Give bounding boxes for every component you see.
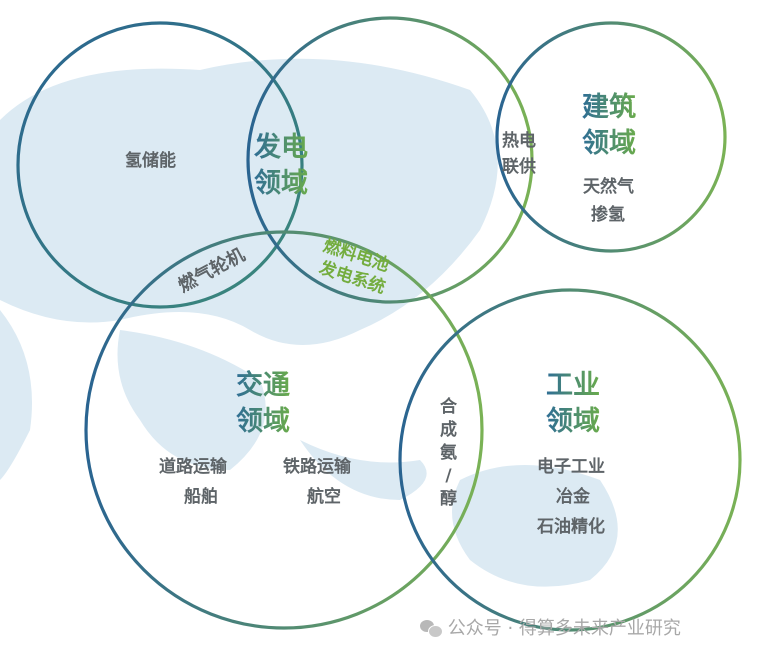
ammonia-char: 醇 bbox=[440, 489, 457, 509]
ammonia-char: 氨 bbox=[440, 443, 457, 463]
building-title-2: 领域 bbox=[582, 126, 636, 162]
watermark: 公众号 · 得算多未来产业研究 bbox=[420, 614, 681, 640]
ammonia-char: 合 bbox=[440, 397, 457, 417]
building-item: 天然气 bbox=[583, 177, 634, 197]
wechat-icon bbox=[420, 620, 443, 638]
watermark-text: 公众号 · 得算多未来产业研究 bbox=[447, 618, 681, 639]
industry-title-1: 工业 bbox=[546, 368, 600, 404]
transport-circle bbox=[84, 230, 484, 630]
world-map-background bbox=[0, 58, 618, 587]
industry-title-2: 领域 bbox=[546, 404, 600, 440]
hydrogen-storage-label: 氢储能 bbox=[125, 151, 176, 171]
building-circle bbox=[495, 21, 727, 253]
transport-title-2: 领域 bbox=[236, 404, 290, 440]
transport-item: 道路运输 bbox=[159, 457, 227, 477]
power-title-1: 发电 bbox=[254, 130, 308, 166]
building-title-1: 建筑 bbox=[582, 90, 636, 126]
transport-item: 铁路运输 bbox=[283, 457, 351, 477]
industry-item: 冶金 bbox=[556, 487, 590, 507]
industry-item: 电子工业 bbox=[537, 457, 605, 477]
industry-circle bbox=[398, 288, 742, 632]
building-item: 掺氢 bbox=[591, 205, 625, 225]
ammonia-char: / bbox=[445, 466, 452, 486]
chp-label-2: 联供 bbox=[502, 157, 536, 177]
chp-label-1: 热电 bbox=[502, 131, 536, 151]
transport-item: 船舶 bbox=[184, 487, 218, 507]
transport-item: 航空 bbox=[307, 487, 341, 507]
hydrogen-storage-circle bbox=[16, 21, 304, 309]
transport-title-1: 交通 bbox=[236, 368, 290, 404]
ammonia-label: 合 成 氨 / 醇 bbox=[440, 396, 457, 511]
power-circle bbox=[246, 16, 534, 304]
power-title-2: 领域 bbox=[254, 166, 308, 202]
industry-item: 石油精化 bbox=[537, 517, 605, 537]
ammonia-char: 成 bbox=[440, 420, 457, 440]
